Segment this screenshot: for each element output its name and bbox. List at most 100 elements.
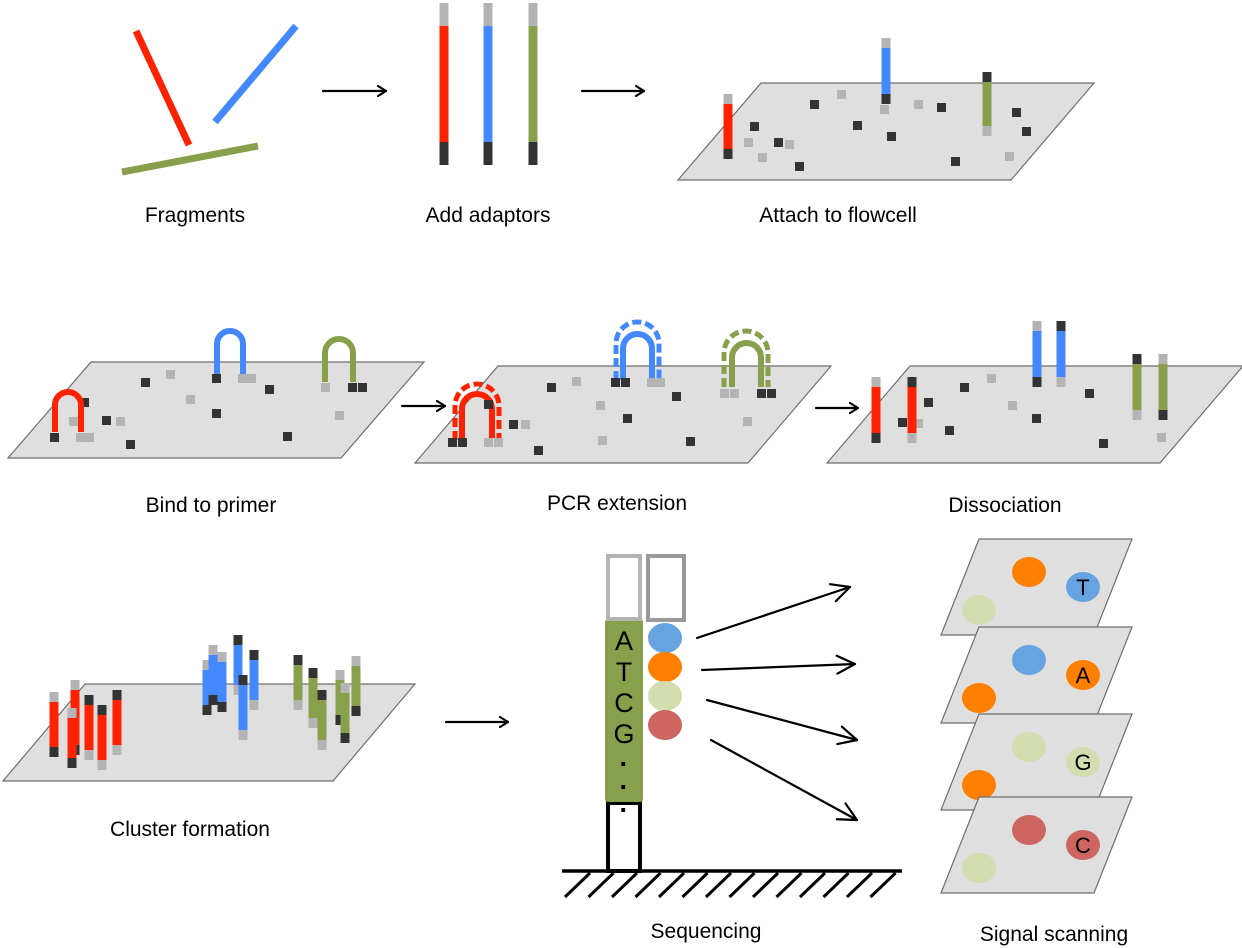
dna-strand: [49, 702, 59, 747]
ground-hatch: [657, 871, 686, 899]
base-letter: T: [616, 657, 633, 687]
scan-layer: A: [940, 626, 1133, 724]
primer-dark: [80, 398, 89, 407]
signal-spot: [962, 770, 996, 800]
ground-hatch: [634, 871, 662, 899]
primer-light: [166, 370, 175, 379]
step-cluster-formation: [1, 635, 417, 782]
anchor-adaptor: [606, 801, 642, 873]
adaptor: [84, 695, 94, 705]
primer-dark: [611, 378, 620, 387]
adaptor: [335, 715, 345, 725]
adaptor: [308, 718, 318, 728]
adaptor-bottom: [483, 142, 493, 165]
primer-light: [656, 378, 665, 387]
primer-dark: [623, 414, 632, 423]
called-spot: [1066, 572, 1100, 602]
dna-strand: [249, 660, 259, 700]
primer-dark: [1099, 439, 1108, 448]
adaptor: [871, 433, 881, 443]
primer-light: [785, 140, 794, 149]
base-letter: ·: [620, 772, 629, 802]
arrow-signal: [695, 583, 852, 640]
primer-dark: [945, 426, 954, 435]
signal-spot: [962, 853, 996, 883]
step-label: Bind to primer: [146, 494, 277, 517]
adaptor: [982, 72, 992, 82]
fragment-red: [132, 29, 193, 147]
dna-fragment: [439, 26, 449, 142]
primer-dark: [102, 416, 111, 425]
step-label: Sequencing: [651, 920, 762, 943]
dna-bridge: [52, 389, 84, 432]
dye-blue: [648, 623, 682, 653]
template-strand: [605, 619, 643, 802]
adaptor: [871, 377, 881, 387]
step-label: Cluster formation: [110, 818, 270, 841]
called-base-letter: G: [1074, 750, 1091, 775]
called-base-letter: C: [1075, 833, 1091, 858]
primer-dark: [672, 392, 681, 401]
primer-dark: [484, 400, 493, 409]
dna-strand: [335, 680, 345, 715]
step-add-adaptors: [439, 3, 538, 165]
step-label: Signal scanning: [980, 923, 1128, 946]
dna-strand: [1158, 364, 1168, 410]
adaptor-top: [606, 554, 642, 621]
primer-dark: [126, 440, 135, 449]
adaptor: [208, 695, 218, 705]
adaptor: [112, 745, 122, 755]
dna-strand: [723, 104, 733, 149]
base-letter: C: [614, 688, 634, 718]
primer-dark: [853, 121, 862, 130]
ground-hatch: [610, 871, 639, 899]
ground-hatch: [587, 871, 615, 899]
dna-strand: [84, 705, 94, 750]
primer-light: [76, 433, 85, 442]
ground-hatch: [751, 871, 780, 899]
primer-dark: [50, 433, 59, 442]
primer-dark: [509, 420, 518, 429]
primer-light: [730, 389, 739, 398]
ground-hatch: [563, 871, 592, 899]
primer-dark: [887, 132, 896, 141]
adaptor-top: [483, 3, 493, 26]
adaptor: [1132, 354, 1142, 364]
dna-fragment: [483, 26, 493, 142]
base-letter: ·: [620, 795, 629, 825]
dna-fragment: [528, 26, 538, 142]
adaptor: [217, 652, 227, 662]
adaptor: [907, 377, 917, 387]
primer-dark: [448, 438, 457, 447]
adaptor: [1158, 354, 1168, 364]
primer-dark: [898, 418, 907, 427]
scan-layer: C: [940, 796, 1133, 894]
primer-dark: [767, 389, 776, 398]
dna-strand: [293, 665, 303, 700]
adaptor: [1032, 377, 1042, 387]
dna-strand: [308, 678, 318, 718]
primer-light: [85, 433, 94, 442]
primer-dark: [951, 157, 960, 166]
signal-spot: [1012, 645, 1046, 675]
adaptor: [249, 650, 259, 660]
adaptor: [351, 656, 361, 666]
primer-dark: [686, 437, 695, 446]
primer-dark: [960, 383, 969, 392]
fragment-blue: [212, 23, 299, 125]
adaptor: [249, 700, 259, 710]
primer-light: [647, 378, 656, 387]
primer-dark: [1022, 127, 1031, 136]
primer-light: [572, 377, 581, 386]
primer-dark: [774, 138, 783, 147]
arrow-signal: [705, 698, 859, 746]
adaptor: [202, 660, 212, 670]
step-label: Dissociation: [948, 494, 1061, 517]
step-fragments: Fragments: [121, 23, 299, 227]
primer-light: [1005, 152, 1014, 161]
adaptor-bottom: [528, 142, 538, 165]
dna-strand: [881, 48, 891, 94]
primer-light: [914, 100, 923, 109]
primer-light: [743, 417, 752, 426]
